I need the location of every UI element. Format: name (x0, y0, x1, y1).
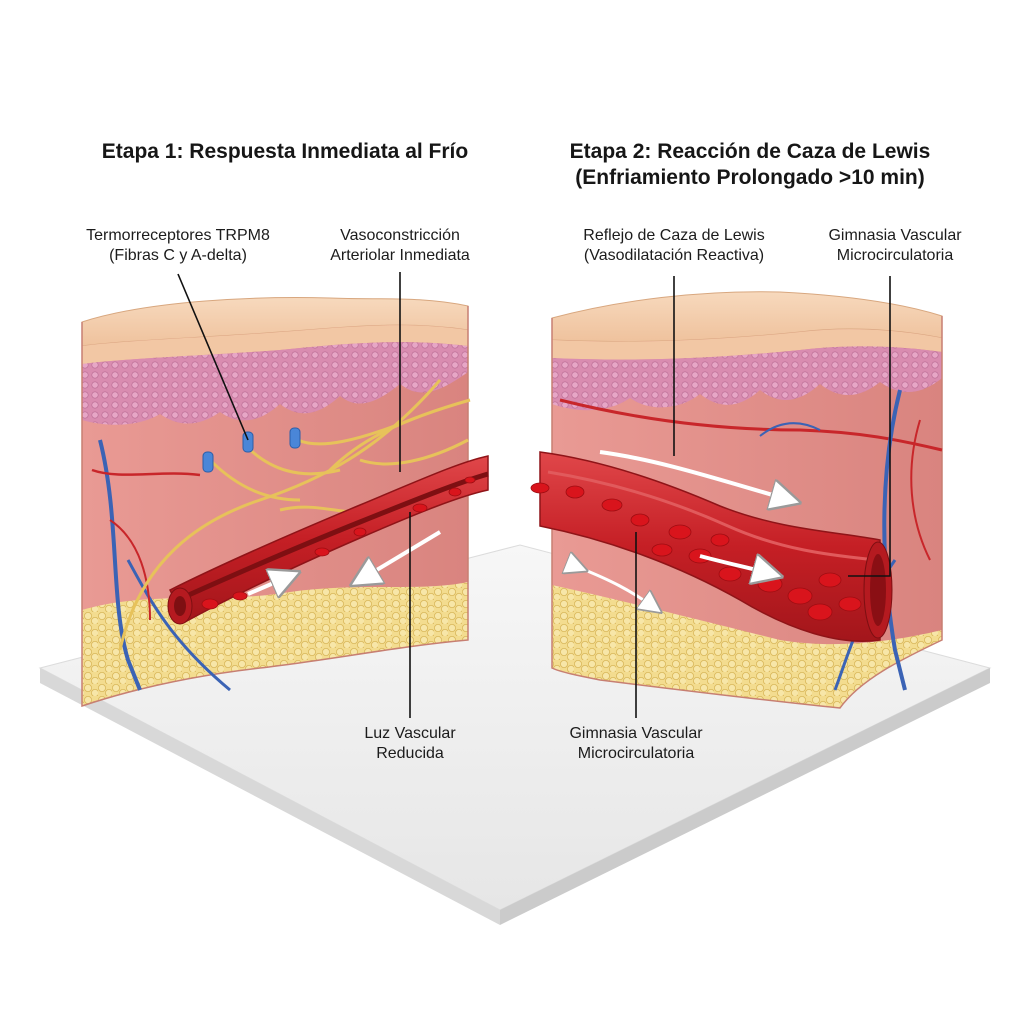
skin-block-stage2 (530, 291, 943, 709)
label-line: Vasoconstricción (340, 227, 460, 244)
label-line: Gimnasia Vascular (569, 725, 703, 742)
label-line: Reflejo de Caza de Lewis (583, 227, 765, 244)
red-blood-cells (201, 476, 476, 610)
stage2-title-line1: Etapa 2: Reacción de Caza de Lewis (569, 140, 931, 163)
label-line: (Vasodilatación Reactiva) (583, 247, 765, 264)
label-line: Microcirculatoria (836, 247, 954, 264)
stage2-title: Etapa 2: Reacción de Caza de Lewis (Enfr… (520, 139, 980, 191)
label-line: Termorreceptores TRPM8 (86, 227, 270, 244)
label-line: Arteriolar Inmediata (330, 247, 470, 264)
label-vascular-gym-right: Gimnasia Vascular Microcirculatoria (800, 226, 990, 266)
flow-arrow-icon (580, 450, 790, 608)
label-trpm8-receptors: Termorreceptores TRPM8 (Fibras C y A-del… (48, 226, 308, 266)
constricted-arteriole (167, 455, 489, 625)
skin-block-stage1 (81, 297, 489, 708)
label-line: Microcirculatoria (577, 745, 695, 762)
label-vasoconstriction: Vasoconstricción Arteriolar Inmediata (300, 226, 500, 266)
label-reduced-lumen: Luz Vascular Reducida (330, 724, 490, 764)
vein (882, 389, 907, 691)
trpm8-receptor-icon (202, 427, 301, 473)
stage2-title-line2: (Enfriamiento Prolongado >10 min) (575, 166, 925, 189)
label-line: Reducida (376, 745, 444, 762)
label-line: (Fibras C y A-delta) (109, 247, 247, 264)
stage1-title: Etapa 1: Respuesta Inmediata al Frío (101, 140, 469, 163)
label-line: Luz Vascular (364, 725, 456, 742)
label-line: Gimnasia Vascular (828, 227, 962, 244)
leader-lines (177, 272, 891, 718)
flow-arrow-icon (247, 530, 442, 594)
sensory-nerves (118, 379, 471, 651)
label-lewis-reflex: Reflejo de Caza de Lewis (Vasodilatación… (544, 226, 804, 266)
label-vascular-gym-bottom: Gimnasia Vascular Microcirculatoria (540, 724, 732, 764)
